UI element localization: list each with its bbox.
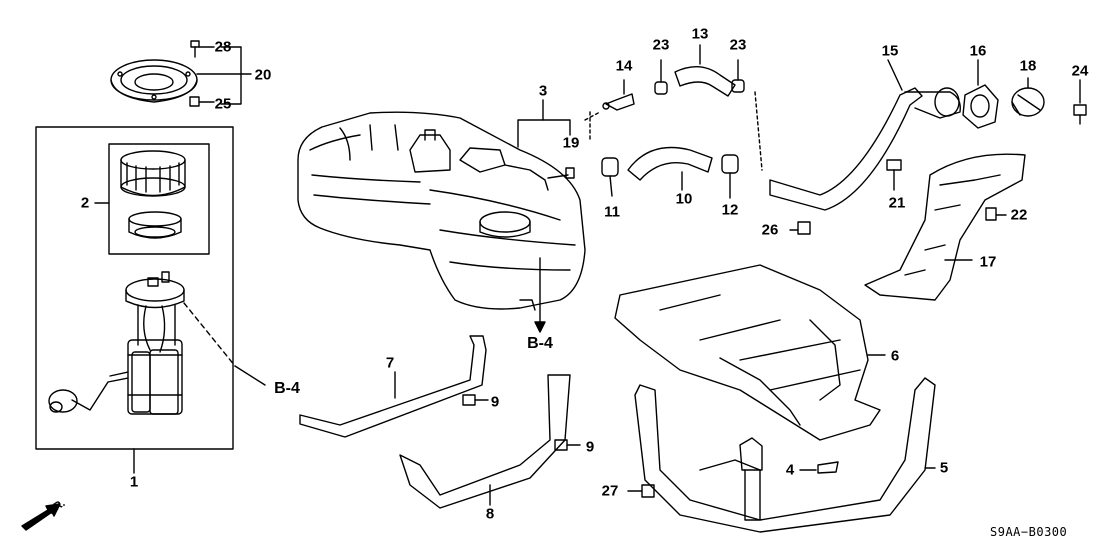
flange-16 <box>962 59 999 129</box>
bolt-9a <box>462 394 489 406</box>
reference-b4-tank: B-4 <box>527 335 553 352</box>
retainer-ring-box <box>94 143 210 255</box>
strap-8 <box>399 374 571 509</box>
callout-23-right: 23 <box>729 36 747 54</box>
callout-3: 3 <box>538 82 548 100</box>
hose-10 <box>627 146 713 191</box>
clip-4 <box>799 461 839 474</box>
clamp-12 <box>721 154 739 199</box>
clip-19 <box>547 174 569 179</box>
callout-13: 13 <box>691 25 709 43</box>
bolt-27 <box>627 484 655 498</box>
callout-4: 4 <box>785 461 795 479</box>
callout-19: 19 <box>562 134 580 152</box>
callout-bracket-3 <box>517 119 571 148</box>
filler-pipe-15 <box>769 59 961 211</box>
callout-12: 12 <box>721 201 739 219</box>
drawing-code: S9AA−B0300 <box>990 525 1068 539</box>
fuel-pump-assembly <box>48 271 266 415</box>
callout-10: 10 <box>675 190 693 208</box>
front-direction-arrow-icon <box>21 503 61 531</box>
callout-16: 16 <box>969 42 987 60</box>
lock-ring-part <box>120 150 186 197</box>
clip-19-part <box>565 167 575 179</box>
callout-25: 25 <box>214 95 232 113</box>
callout-9-lower: 9 <box>585 438 595 456</box>
hose-13 <box>674 44 736 97</box>
callout-21: 21 <box>888 194 906 212</box>
callout-18: 18 <box>1019 57 1037 75</box>
callout-11: 11 <box>604 203 620 221</box>
bolt-21 <box>886 159 902 191</box>
callout-9-upper: 9 <box>490 393 500 411</box>
callout-15: 15 <box>881 42 899 60</box>
callout-24: 24 <box>1071 62 1089 80</box>
clip-22 <box>985 207 1007 221</box>
callout-7: 7 <box>385 354 395 372</box>
filler-cap-18 <box>1011 77 1045 117</box>
screw-28 <box>190 40 215 58</box>
callout-2: 2 <box>80 194 90 212</box>
callout-6: 6 <box>890 347 900 365</box>
callout-bracket-20 <box>220 46 252 105</box>
skid-plate-6 <box>614 264 886 441</box>
callout-28: 28 <box>214 38 232 56</box>
clamp-23a <box>654 59 668 95</box>
callout-8: 8 <box>485 505 495 523</box>
callout-23-left: 23 <box>652 36 670 54</box>
reference-b4-pump: B-4 <box>274 380 300 397</box>
callout-14: 14 <box>615 57 633 75</box>
callout-27: 27 <box>601 482 619 500</box>
callout-17: 17 <box>979 253 997 271</box>
valve-14 <box>584 79 635 121</box>
clamp-11 <box>601 157 619 197</box>
callout-20: 20 <box>254 66 272 84</box>
screw-24 <box>1073 79 1087 125</box>
fuel-pump-group-box <box>35 126 234 474</box>
arrow-b4-tank <box>534 321 546 333</box>
callout-26: 26 <box>761 221 779 239</box>
pump-cover-part <box>110 59 198 103</box>
grommet-25 <box>189 96 215 107</box>
callout-22: 22 <box>1010 206 1028 224</box>
frame-5 <box>634 377 936 533</box>
dash-line-23 <box>754 91 763 171</box>
callout-1: 1 <box>129 473 139 491</box>
strap-7 <box>299 335 487 438</box>
bolt-9b <box>554 439 581 451</box>
shield-17 <box>864 153 1026 301</box>
fuel-tank <box>297 111 586 311</box>
clamp-23b <box>731 59 745 93</box>
gasket-seal-part <box>128 211 182 239</box>
callout-5: 5 <box>939 459 949 477</box>
bolt-26 <box>789 221 811 235</box>
